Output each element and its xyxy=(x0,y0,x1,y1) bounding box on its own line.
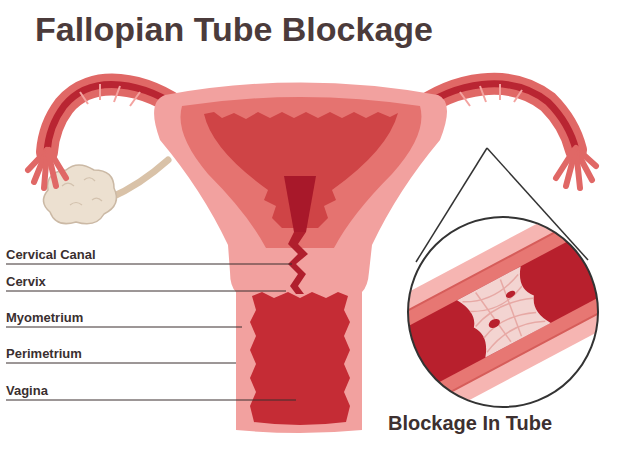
tube-folds xyxy=(80,84,140,106)
part-label: Vagina xyxy=(6,383,48,398)
part-label: Myometrium xyxy=(6,310,83,325)
diagram-title: Fallopian Tube Blockage xyxy=(35,10,433,49)
leader-lines xyxy=(6,264,296,400)
fimbriae xyxy=(28,150,66,188)
ovarian-ligament xyxy=(110,160,168,198)
part-label: Perimetrium xyxy=(6,346,82,361)
cervical-canal xyxy=(288,232,308,294)
myometrium xyxy=(180,97,421,248)
fimbriae xyxy=(556,148,596,188)
vagina xyxy=(250,292,350,425)
tube-folds xyxy=(460,84,522,106)
inset-caption: Blockage In Tube xyxy=(388,412,552,435)
blocked-tube-closeup xyxy=(348,188,625,434)
part-label: Cervical Canal xyxy=(6,247,96,262)
uterine-cavity xyxy=(284,176,316,232)
part-label: Cervix xyxy=(6,274,46,289)
uterus-outer xyxy=(154,83,447,434)
ovary-texture xyxy=(62,178,102,205)
inset-frame xyxy=(408,217,598,407)
